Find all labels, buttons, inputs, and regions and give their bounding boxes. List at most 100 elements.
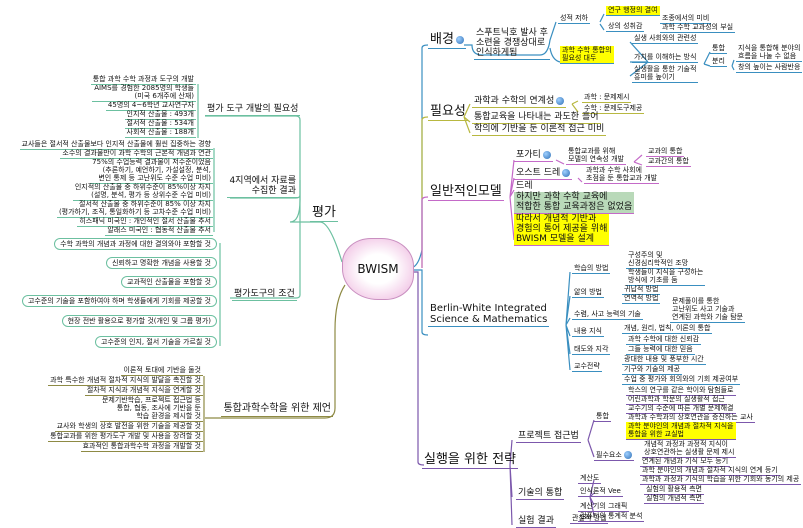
need-link[interactable]: 과학과 수학의 연계성 [472,96,567,108]
conditions-node[interactable]: 평가도구의 조건 [232,289,297,301]
bw-leaf[interactable]: 귀납적 방법 [622,285,661,295]
necessity-item[interactable]: 통합 과학 수학 과정과 도구의 개발 [90,75,196,85]
proposal-item[interactable]: 이론적 토대에 기반을 둘것 [121,366,203,376]
necessity-item[interactable]: 절서적 산출물 : 534개 [124,119,196,129]
bw-item[interactable]: 앎의 방법 [572,288,604,298]
bw-item[interactable]: 교수전략 [572,362,602,372]
bw-leaf[interactable]: 개념, 원리, 법칙, 이론의 통합 [622,324,713,334]
integration-node[interactable]: 통합 [594,412,611,422]
condition-item[interactable]: 현장 전반 활용으로 평가할 것(개인 및 그룹 평가) [61,315,217,327]
integration-item[interactable]: 교수기의 수준에 따른 개별 문제해결 [626,404,736,414]
tech-item[interactable]: 계산도 [578,474,602,484]
need-link-item[interactable]: 과학 : 문제제시 [582,93,632,103]
result-node[interactable]: 실험 결과 [516,516,556,528]
therefore-node[interactable]: 따라서 개념적 기반과 경험의 통어 제공을 위해 BWISM 모델을 설계 [514,214,610,246]
bw-leaf[interactable]: 문제풀이를 통한 고난위도 사고 기술과 연계된 과학와 기술 탐문 [670,297,746,323]
condition-item[interactable]: 교과적인 산출물을 포함할 것 [121,276,217,288]
essentials-item[interactable]: 과학 분야인의 개념과 절차적 지식의 연계 등기 [640,466,780,476]
integration-item[interactable]: 과학 분야인의 개념과 절차적 지식을 통합을 위한 교실법 [626,422,736,440]
essentials-node[interactable]: 필수요소 [594,451,634,461]
bw-item[interactable]: 태도와 지각 [572,345,611,355]
branch-model[interactable]: 일반적인모델 [428,184,504,201]
integration-need-node[interactable]: 과학 수학 통합의 필요성 대두 [560,46,614,64]
branch-evaluation[interactable]: 평가 [310,205,338,222]
bw-item[interactable]: 수렴, 사고 능력의 기술 [572,310,643,320]
fogarty-item[interactable]: 교과의 통합 [646,147,685,157]
bw-leaf[interactable]: 연역적 방법 [622,294,661,304]
drake-node[interactable]: 오스트 드레 [514,168,573,180]
need-item[interactable]: 실생 사회와의 관련성 [632,34,699,44]
integration-item[interactable]: 학스의 연구를 같은 학이와 탐험들로 [626,386,736,396]
way-item[interactable]: 분리 [710,57,727,67]
need-link-item[interactable]: 수학 : 문제도구제공 [582,104,645,114]
proposal-item[interactable]: 교사와 학생의 상호 발전을 위한 기술을 제공할 것 [54,422,203,432]
fogarty-desc[interactable]: 통합교과를 위해 모델의 연속성 개발 [566,147,626,165]
necessity-item[interactable]: 인지적 산출물 : 493개 [124,110,196,120]
tech-node[interactable]: 기술의 통합 [516,488,565,500]
decline-node[interactable]: 성적 저하 [558,14,590,24]
bw-leaf[interactable]: 기구와 기술의 제공 [622,365,682,375]
proposal-item[interactable]: 절차적 지식과 개념적 지식을 연계할 것 [84,386,203,396]
survey-item[interactable]: 인지적의 산출물 중 하위수준이 85%이상 차지 (설명, 분석, 평가 등 … [72,183,213,201]
essentials-item[interactable]: 과학과 과정과 기식의 학습을 위한 기회와 동기의 제공 [640,475,802,485]
way-sub[interactable]: 창의 높이는 사람반응 [736,63,803,73]
way-item[interactable]: 통합 [710,44,727,54]
bw-leaf[interactable]: 과학 수학에 대한 신뢰감 [626,335,702,345]
survey-node[interactable]: 4지역에서 자료를 수집한 결과 [227,176,298,198]
survey-item[interactable]: 교사들은 절서적 산출물보다 인지적 산출물에 훨씬 집중하는 경향 [19,140,213,150]
survey-item[interactable]: 소수의 결과물만이 과학 수학의 근본적 개념과 연관 [60,149,213,159]
survey-item[interactable]: 75%의 수업능력 결과물이 저수준이었음 (추론하기, 예언하기, 가설설정,… [90,158,213,184]
decline-sub[interactable]: 조종에서의 미비 [660,14,712,24]
need-item[interactable]: 학의에 기반을 둔 이론적 접근 미비 [472,124,607,136]
need-item[interactable]: 가치를 이해하는 방식 [632,53,699,63]
decline-sub[interactable]: 과학 수학 교과성의 부실 [660,23,736,33]
tech-item[interactable]: 계산기의 그래픽 [578,502,630,512]
need-item[interactable]: 통합교육을 나타내는 과도한 흘어 [472,112,601,124]
way-sub[interactable]: 지식을 통합해 분야의 흐름을 나눌 수 없음 [736,44,803,62]
decline-item[interactable]: 상의 성취감 [606,22,645,32]
bw-item[interactable]: 학습의 방법 [572,264,611,274]
bw-leaf[interactable]: 구성주의 및 신경심리학적인 조망 [626,251,691,269]
bw-leaf[interactable]: 수업 중 평가와 회의와의 기회 제공여부 [622,375,741,385]
project-node[interactable]: 프로젝트 접근법 [516,431,581,443]
condition-item[interactable]: 고수준의 인지, 절서 기술을 가르칠 것 [95,336,217,348]
tech-item[interactable]: 컴퓨터의 통계적 분석 [578,512,645,522]
branch-background[interactable]: 배경 [428,32,466,49]
bw-leaf[interactable]: 학생들이 지식을 구성하는 방식에 기초를 둠 [626,268,706,286]
central-topic[interactable]: BWISM [342,238,414,300]
integration-item[interactable]: 어린과학과 학문의 실생활적 접근 [626,395,727,405]
fogarty-item[interactable]: 교과간의 통합 [646,157,691,167]
vee-item[interactable]: 실험의 개념적 측면 [644,494,704,504]
background-cause[interactable]: 스푸트닉호 발사 후 소련을 경쟁상대로 인식하게됨 [474,28,550,60]
condition-item[interactable]: 고수준의 기술을 포함하여야 하며 학생들에게 기회를 제공할 것 [21,295,217,307]
necessity-item[interactable]: AIMS를 경험한 2085명의 학생들 (미국 6개주에 산재) [92,84,196,102]
branch-strategy[interactable]: 실행을 위한 전략 [422,452,518,469]
survey-item[interactable]: 히스패닉 미국인 : 개인적인 절서 산출물 추서 [77,217,213,227]
decline-item[interactable]: 연구 행정의 결여 [606,6,660,16]
proposal-item[interactable]: 효과적인 통합과학수학 과정을 개발할 것 [80,442,203,452]
essentials-item[interactable]: 연계된 개념과 기식 모두 등기 [640,457,731,467]
survey-item[interactable]: 알래스 미국인 : 협동적 산출물 추서 [105,226,213,236]
essentials-item[interactable]: 개념적 과정과 과정적 지식이 상호연관하는 실생활 문제 제시 [642,440,737,458]
result-item[interactable]: 관찰적 방법 [570,514,609,524]
necessity-item[interactable]: 45명의 4~6학년 교사연구자 [105,101,196,111]
branch-proposal[interactable]: 통합과학수학을 위한 제언 [221,403,333,417]
branch-berlin-white[interactable]: Berlin-White Integrated Science & Mathem… [428,303,550,327]
condition-item[interactable]: 수학 과학의 개념과 과정에 대한 결의와야 포함할 것 [54,238,217,250]
necessity-node[interactable]: 평가 도구 개발의 필요성 [205,104,301,116]
branch-need[interactable]: 필요성 [428,104,468,121]
bw-leaf[interactable]: 그들 능력에 대한 믿음 [626,345,695,355]
fogarty-node[interactable]: 포가티 [514,150,553,162]
proposal-item[interactable]: 문제기반학습, 프로젝트 접근법 등 통합, 협동, 조사에 기반을 둔 학습 … [99,396,203,422]
vee-item[interactable]: 실험의 활용적 측면 [644,485,704,495]
proposal-item[interactable]: 통합교과를 위한 평가도구 개발 및 사용을 장려할 것 [48,432,203,442]
bw-item[interactable]: 내용 지식 [572,327,604,337]
however-node[interactable]: 하지만 과학 수학 교육에 적합한 통합 교육과정은 없었음 [514,192,635,214]
drake-desc[interactable]: 과학과 수학 사회에 초점을 둔 통합교과 개발 [584,166,660,184]
need-item[interactable]: 실생활을 통한 기술적 흥미를 높이기 [632,65,699,83]
tech-item[interactable]: 인식론적 Vee [578,487,623,497]
condition-item[interactable]: 신뢰하고 명확한 개념을 사용할 것 [105,257,217,269]
survey-item[interactable]: 절서적 산출물 중 하위수준이 85% 이상 차지 (평가하기, 조직, 통일화… [56,200,213,218]
proposal-item[interactable]: 과학 특수한 개념적 절차적 지식의 발달을 촉진할 것 [48,376,203,386]
bw-leaf[interactable]: 광대한 내용 및 풍부한 시간 [622,355,706,365]
